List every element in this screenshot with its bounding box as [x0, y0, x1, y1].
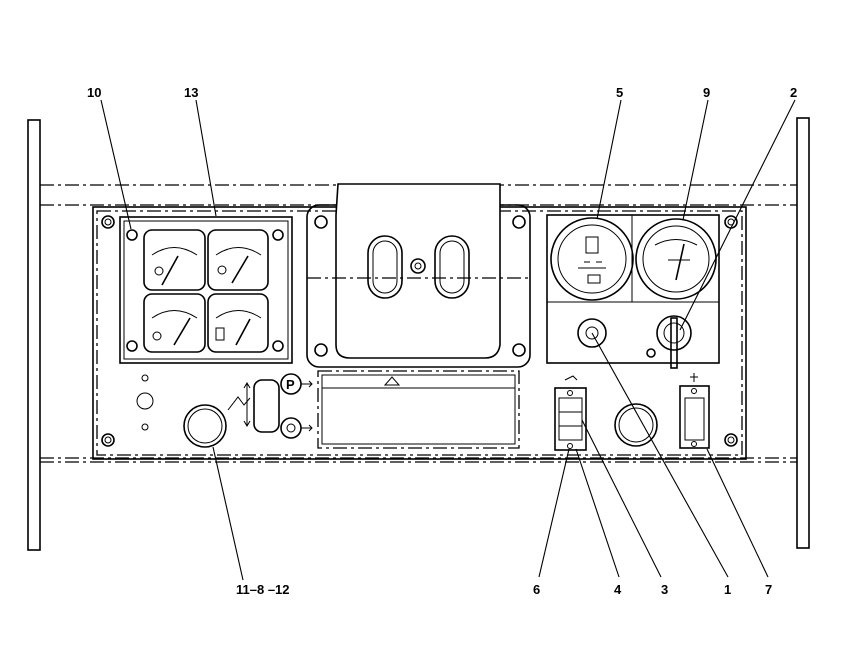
- callout-2: 2: [790, 85, 797, 100]
- tachometer-gauge: [635, 218, 717, 300]
- warning-plate: [317, 370, 520, 449]
- callout-1: 1: [724, 582, 731, 597]
- callout-13: 13: [184, 85, 198, 100]
- gauge-cluster: [119, 216, 293, 364]
- main-panel: [92, 206, 747, 460]
- right-lower-switches: [554, 373, 710, 451]
- start-switch: [656, 315, 692, 369]
- voltmeter-gauge: [143, 293, 206, 353]
- lower-left-controls: P: [136, 373, 313, 448]
- callout-4: 4: [614, 582, 622, 597]
- callout-11-8-12: 11–8 –12: [236, 582, 290, 597]
- hourmeter-gauge: [550, 217, 634, 301]
- fuel-gauge: [207, 293, 269, 353]
- ignition-switch: [577, 318, 607, 348]
- callout-labels: 10 13 5 9 2 11–8 –12 6 4 3 1 7: [87, 85, 797, 597]
- park-brake-icon: P: [286, 377, 295, 392]
- leader-lines: [100, 99, 796, 581]
- right-instrument-panel: [546, 214, 720, 369]
- oil-pressure-gauge: [207, 229, 269, 291]
- callout-3: 3: [661, 582, 668, 597]
- callout-9: 9: [703, 85, 710, 100]
- callout-5: 5: [616, 85, 623, 100]
- center-cover: [306, 183, 531, 368]
- callout-10: 10: [87, 85, 101, 100]
- callout-7: 7: [765, 582, 772, 597]
- callout-6: 6: [533, 582, 540, 597]
- temperature-gauge: [143, 229, 206, 291]
